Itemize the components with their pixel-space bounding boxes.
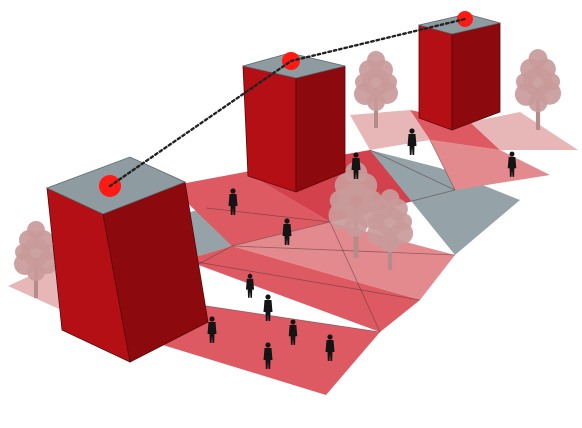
tree-foliage [395, 213, 413, 231]
grid-line [231, 221, 331, 247]
person-body [282, 224, 292, 245]
tile-back-right [370, 150, 520, 255]
person [263, 294, 273, 321]
tree-foliage [344, 161, 368, 185]
tree-foliage [515, 73, 533, 91]
person-body [351, 158, 361, 179]
sightline-segment [108, 59, 293, 188]
grid-line [429, 139, 456, 191]
person-body [245, 278, 255, 298]
tree-foliage [344, 214, 368, 237]
tower-left-face [418, 24, 453, 131]
person [263, 342, 273, 369]
grid-line [231, 245, 456, 256]
person-body [263, 300, 273, 321]
tree-center-right [366, 189, 414, 270]
grid-line [184, 259, 421, 301]
tree-foliage [367, 93, 385, 111]
background-objects [14, 49, 562, 298]
tower-right-face [295, 65, 346, 193]
person-head [265, 294, 271, 300]
person-head [290, 319, 296, 325]
person-head [327, 334, 333, 340]
tree-foliage [329, 190, 350, 211]
tree-foliage [381, 74, 397, 90]
person-head [284, 218, 290, 224]
tree-foliage [528, 49, 548, 69]
sightline-segment [289, 17, 467, 63]
person [507, 151, 517, 177]
foreground-objects [207, 128, 517, 369]
person-body [288, 324, 298, 345]
tree-foliage [380, 233, 400, 253]
tower-left-face [242, 65, 297, 193]
person-body [325, 340, 335, 361]
person-head [353, 152, 359, 158]
person-head [265, 342, 271, 348]
person [288, 319, 298, 345]
person-body [207, 322, 217, 343]
person [228, 188, 238, 215]
person [351, 152, 361, 179]
person-body [507, 156, 517, 177]
person-head [409, 128, 415, 134]
tile-far-right [430, 140, 550, 190]
tower-back [418, 11, 501, 131]
person [207, 316, 217, 343]
person [282, 218, 292, 245]
person-body [228, 194, 238, 215]
tree-foliage [367, 51, 385, 69]
tree-center [328, 161, 384, 258]
person-head [509, 151, 515, 157]
tree-foliage [543, 73, 561, 91]
person-body [407, 134, 417, 155]
tower-middle [242, 52, 346, 193]
tree-foliage [355, 74, 371, 90]
person-head [230, 188, 236, 194]
tree-back-left [354, 51, 398, 128]
tower-right-face [451, 22, 501, 131]
tower-front [45, 156, 209, 363]
grid-line [329, 221, 381, 333]
grid-line [205, 207, 331, 223]
person [325, 334, 335, 361]
person-body [263, 348, 273, 369]
person [245, 273, 255, 298]
tree-foliage [27, 221, 45, 239]
tree-foliage [380, 189, 400, 209]
tree-foliage [27, 263, 45, 281]
person [407, 128, 417, 155]
tree-foliage [15, 244, 31, 260]
tree-foliage [528, 93, 548, 113]
tree-back-right [514, 49, 562, 130]
person-head [209, 316, 215, 322]
tree-foliage [367, 213, 385, 231]
tree-front-left [14, 221, 58, 298]
sightline-layer [108, 17, 467, 188]
towers [45, 11, 501, 363]
tile-mid-center [185, 246, 420, 332]
person-head [247, 273, 253, 279]
tile-end-center [470, 112, 578, 150]
grid-line [369, 149, 456, 191]
